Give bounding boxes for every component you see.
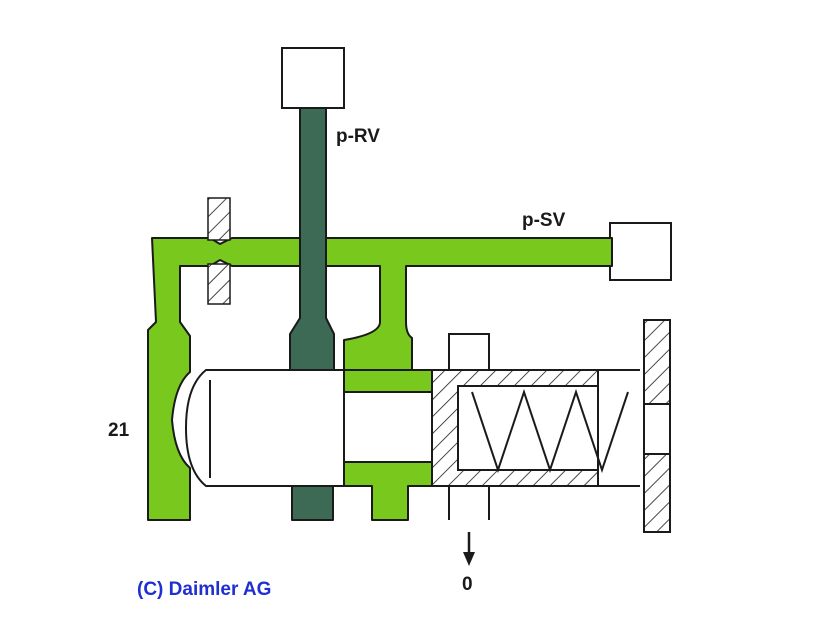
drain-arrow-icon xyxy=(463,532,475,566)
drain-port xyxy=(448,486,490,520)
valve-spool xyxy=(184,369,435,487)
spring xyxy=(471,388,629,474)
label-p-sv: p-SV xyxy=(522,210,566,231)
throttle-upper xyxy=(207,197,231,241)
end-cap xyxy=(643,319,671,533)
label-port-0: 0 xyxy=(462,574,473,595)
p-rv-chamber xyxy=(281,47,345,109)
copyright-credit: (C) Daimler AG xyxy=(137,579,272,600)
p-rv-line xyxy=(289,107,335,521)
return-chamber xyxy=(343,461,433,521)
label-p-rv: p-RV xyxy=(336,126,380,147)
throttle-lower xyxy=(207,263,231,305)
spring-housing xyxy=(431,369,640,487)
p-sv-chamber xyxy=(609,222,672,281)
upper-chamber xyxy=(343,369,433,393)
housing-stub xyxy=(448,333,490,371)
label-port-21: 21 xyxy=(108,420,130,441)
